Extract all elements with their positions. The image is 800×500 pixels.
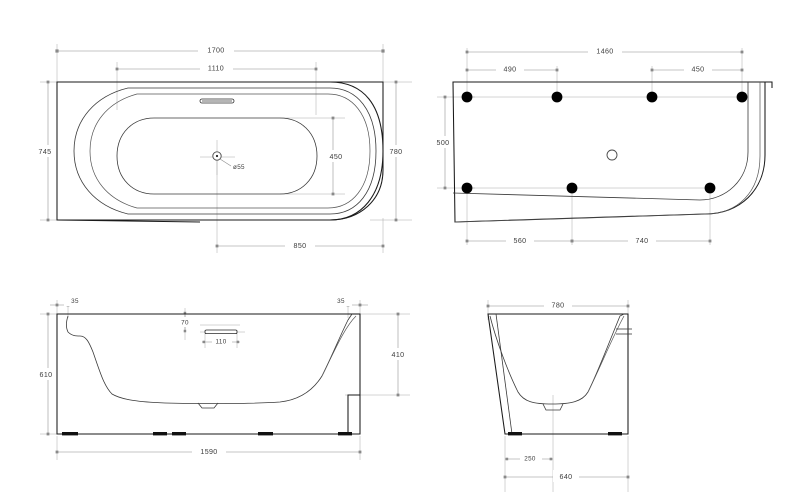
dimension-740: 740	[570, 234, 712, 246]
dimension-label-780-top: 780	[390, 148, 403, 156]
dimension-70: 70	[176, 311, 195, 333]
dimension-label-1460: 1460	[596, 48, 613, 56]
overflow-slot-front-elevation	[204, 329, 238, 334]
top-plan-extension-lines	[40, 44, 412, 253]
drain-marker-top-plan: ø55	[200, 140, 245, 175]
dimension-label-745: 745	[39, 148, 52, 156]
view-bottom-plan: 1460 490 450 500	[431, 45, 773, 246]
side-elevation-drain-bump	[542, 403, 564, 411]
dimension-110: 110	[202, 335, 240, 345]
support-foot	[62, 432, 78, 436]
support-foot	[508, 432, 522, 436]
dimension-label-70: 70	[181, 320, 189, 327]
view-side-elevation: 780 250 640	[486, 299, 632, 492]
dimension-label-560: 560	[514, 237, 527, 245]
dimension-label-450-bottom: 450	[692, 66, 705, 74]
dimension-label-1110: 1110	[208, 65, 224, 73]
side-elevation-body-outline	[487, 313, 629, 435]
mount-hole	[646, 91, 658, 103]
dimension-label-1590: 1590	[200, 448, 217, 456]
support-foot	[258, 432, 273, 436]
side-elevation-left-wall-inner	[495, 313, 513, 435]
mount-hole	[566, 182, 578, 194]
dimension-1590: 1590	[55, 445, 362, 457]
frame-inner-skirt	[452, 82, 749, 201]
dimension-label-850: 850	[294, 242, 307, 250]
front-elevation-drain-bump	[197, 402, 219, 409]
dimension-35-right: 35	[330, 295, 368, 307]
side-elevation-extension-lines	[487, 300, 629, 492]
dimension-label-610: 610	[40, 371, 53, 379]
support-foot	[172, 432, 186, 436]
tub-lower-edge	[56, 219, 201, 223]
mount-hole	[736, 91, 748, 103]
dimension-label-1700: 1700	[207, 47, 224, 55]
front-elevation-feet	[62, 432, 352, 436]
view-front-elevation: 35 35 610 410	[34, 295, 410, 460]
dimension-label-500: 500	[437, 139, 450, 147]
front-elevation-right-step	[347, 394, 360, 434]
overflow-slot-top-plan	[199, 98, 235, 104]
dimension-label-110: 110	[215, 338, 226, 345]
dimension-745: 745	[33, 80, 57, 222]
support-foot	[338, 432, 352, 436]
dimension-610: 610	[34, 312, 58, 436]
front-elevation-basin-profile	[66, 313, 353, 405]
dimension-490: 490	[465, 63, 559, 75]
tub-basin-outline	[116, 117, 318, 195]
dimension-780-side: 780	[486, 299, 630, 311]
mount-hole	[704, 182, 716, 194]
mount-hole	[551, 91, 563, 103]
dimension-label-410: 410	[392, 351, 405, 359]
bottom-plan-extension-lines	[437, 48, 743, 245]
dimension-label-35-right: 35	[337, 298, 345, 305]
tub-rim-inner-curve	[89, 93, 371, 209]
dimension-label-640: 640	[560, 473, 573, 481]
frame-outer-skirt	[454, 82, 761, 223]
support-foot	[153, 432, 167, 436]
frame-top-edge-helper	[453, 81, 773, 89]
dimension-560: 560	[465, 234, 574, 246]
side-elevation-feet	[508, 432, 622, 436]
dimension-label-35-left: 35	[71, 298, 79, 305]
center-drain-hole	[606, 149, 618, 161]
dimension-450-bottom-plan: 450	[650, 63, 744, 75]
dimension-label-drain-diameter: ø55	[233, 164, 245, 171]
side-elevation-inner-right	[587, 315, 625, 393]
dimension-1460: 1460	[465, 45, 744, 57]
dimension-1110: 1110	[115, 62, 318, 74]
front-elevation-inner-corner	[321, 315, 357, 377]
side-elevation-basin-profile	[489, 313, 625, 405]
dimension-450-top-plan: 450	[324, 116, 348, 196]
mount-holes-bottom-row	[461, 182, 716, 194]
dimension-label-780-side: 780	[552, 302, 565, 310]
support-foot	[608, 432, 622, 436]
front-elevation-extension-lines	[40, 300, 410, 460]
dimension-label-740: 740	[636, 237, 649, 245]
dimension-1700: 1700	[55, 44, 385, 56]
dimension-label-250: 250	[524, 456, 536, 463]
view-top-plan: 1700 1110 745 780	[33, 44, 412, 253]
mount-hole	[461, 182, 473, 194]
dimension-780-top-plan: 780	[384, 80, 408, 222]
dimension-500: 500	[431, 95, 455, 190]
dimension-250: 250	[505, 452, 553, 463]
tub-rim-outer-curve	[73, 87, 377, 215]
tub-body-outer	[57, 81, 384, 221]
dimension-410: 410	[386, 312, 410, 397]
side-elevation-overflow-marks	[616, 328, 632, 335]
mount-hole	[461, 91, 473, 103]
dimension-640: 640	[503, 470, 630, 482]
dimension-label-490: 490	[504, 66, 517, 74]
dimension-850: 850	[215, 239, 385, 251]
dimension-label-450-top: 450	[330, 153, 343, 161]
mount-holes-top-row	[461, 91, 748, 103]
dimension-35-left: 35	[50, 295, 86, 307]
